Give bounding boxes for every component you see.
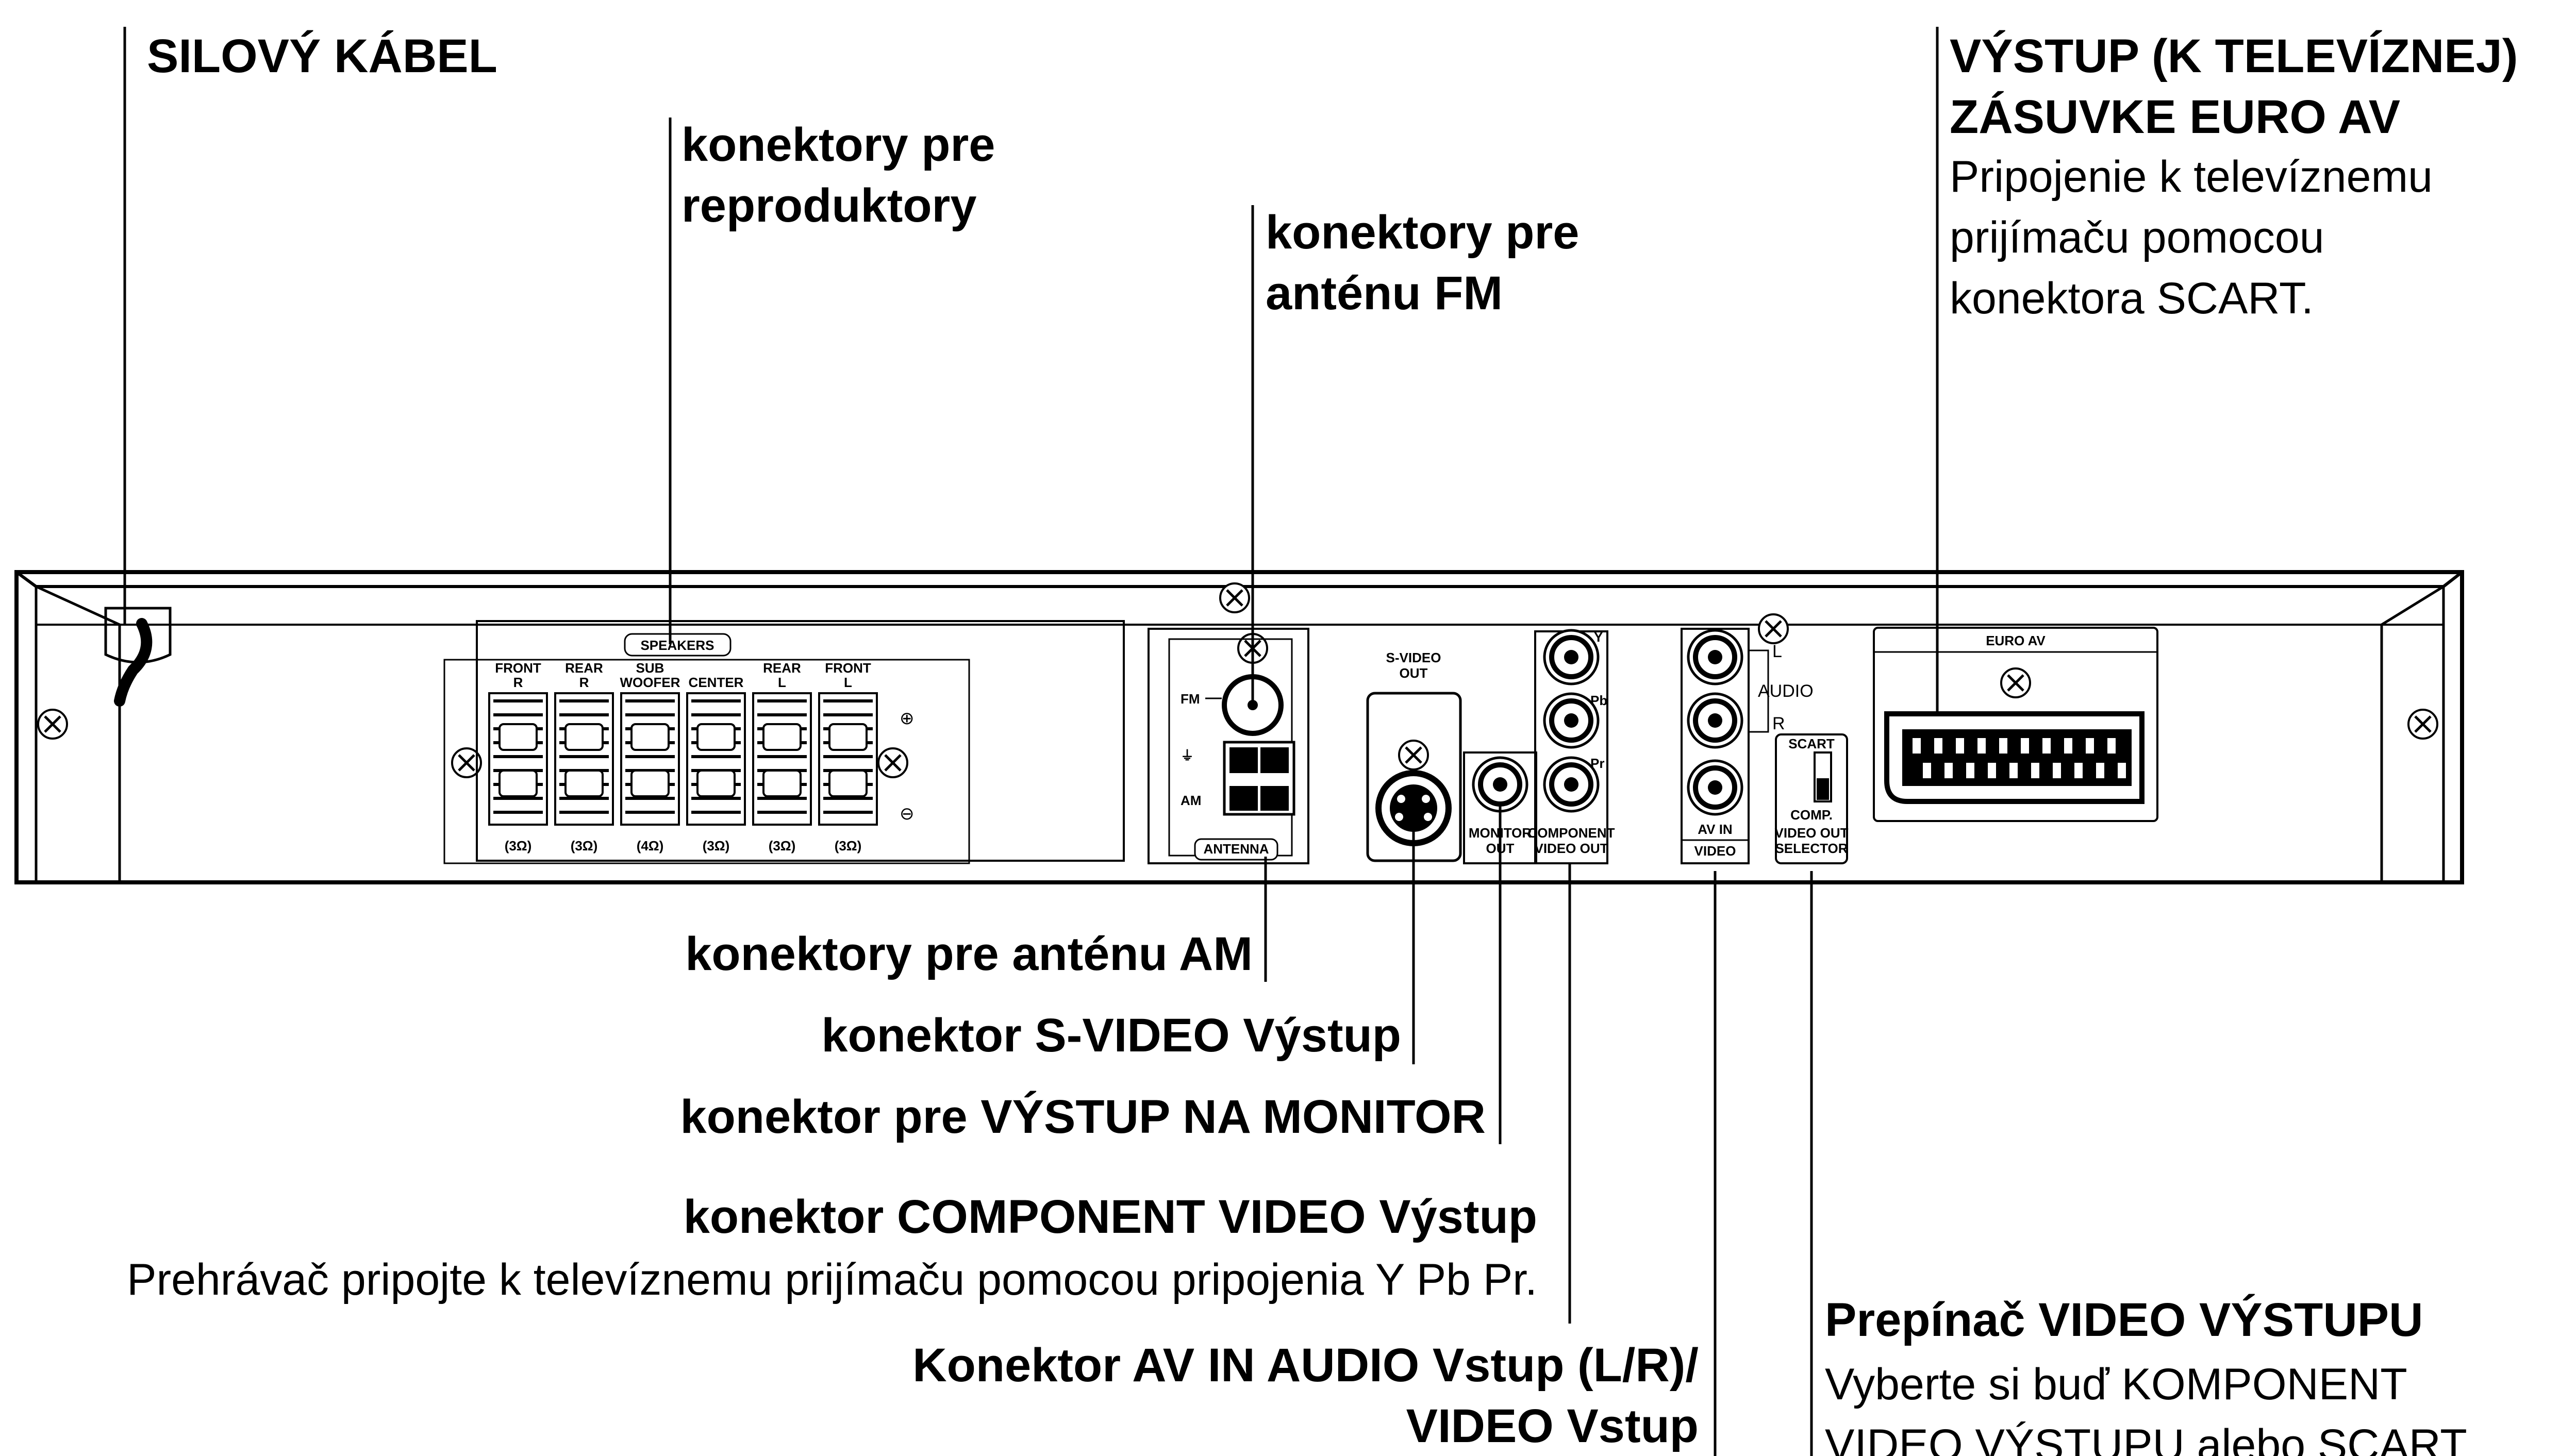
screw-icon [1398,740,1429,771]
component-pb-jack[interactable] [1543,692,1600,749]
screw-icon [877,747,908,778]
speaker-channel-top: SUB [636,660,664,676]
screw-icons [37,582,2438,778]
component-out-label: konektor COMPONENT VIDEO Výstup [684,1191,1537,1243]
video-out-section: MONITOR OUT COMPONENT VIDEO OUT Y Pb Pr [1463,629,1615,864]
screw-icon [451,747,482,778]
power-cable-label: SILOVÝ KÁBEL [147,29,497,82]
video-in-jack[interactable] [1687,759,1743,816]
component-title-2: VIDEO OUT [1534,841,1608,856]
speaker-channel-top: REAR [565,660,603,676]
fm-label: FM [1181,691,1200,707]
video-selector-desc-1: Vyberte si buď KOMPONENT [1825,1360,2407,1409]
speaker-channel-top: FRONT [825,660,871,676]
rca-jacks [1472,629,1743,816]
screw-icon [1219,582,1250,613]
r-label: R [1772,714,1785,733]
selector-title-1: VIDEO OUT [1774,825,1848,841]
speaker-impedance: (3Ω) [505,838,532,853]
audio-r-jack[interactable] [1687,692,1743,749]
fm-connectors-label-1: konektory pre [1266,206,1579,259]
component-desc: Prehrávač pripojte k televíznemu prijíma… [127,1255,1537,1304]
speaker-channel-sub: CENTER [689,675,744,690]
speaker-impedance: (3Ω) [835,838,862,853]
av-in-section: AV IN VIDEO L AUDIO R [1681,628,1814,864]
euro-av-desc-1: Pripojenie k televíznemu [1950,152,2433,202]
speaker-impedance: (4Ω) [637,838,664,853]
speakers-title: SPEAKERS [640,638,714,653]
component-y-jack[interactable] [1543,629,1600,685]
component-pr-jack[interactable] [1543,756,1600,813]
speaker-channel-sub: R [579,675,589,690]
av-in-label-1: Konektor AV IN AUDIO Vstup (L/R)/ [912,1339,1699,1392]
screw-icon [2000,667,2031,698]
component-title-1: COMPONENT [1528,825,1615,841]
speaker-impedance: (3Ω) [571,838,598,853]
minus-symbol: ⊖ [900,804,915,824]
speaker-channel-top: REAR [763,660,801,676]
leader-lines [123,27,1939,1456]
fm-connectors-label-2: anténu FM [1266,267,1503,320]
euro-av-desc-2: prijímaču pomocou [1950,213,2324,262]
speaker-channel-sub: R [513,675,523,690]
speaker-channel-top: FRONT [495,660,541,676]
avin-title-2: VIDEO [1694,843,1736,859]
av-in-label-2: VIDEO Vstup [1406,1400,1699,1452]
euro-av-out-label-1: VÝSTUP (K TELEVÍZNEJ) [1950,29,2518,82]
speaker-channel-sub: L [844,675,852,690]
l-label: L [1772,642,1782,661]
speaker-connectors-label-1: konektory pre [681,119,995,171]
video-selector-label: Prepínač VIDEO VÝSTUPU [1825,1293,2423,1346]
svideo-out-label: konektor S-VIDEO Výstup [821,1009,1401,1062]
ground-icon: ⏚ [1181,748,1194,763]
svideo-title-2: OUT [1400,665,1428,681]
speakers-section: SPEAKERS FRONTR(3Ω)REARR(3Ω)SUBWOOFER(4Ω… [443,620,1125,864]
euro-av-title: EURO AV [1986,633,2046,648]
am-label: AM [1181,793,1201,808]
euro-av-section: EURO AV [1873,627,2158,822]
speaker-terminal[interactable]: CENTER (3Ω) [686,675,746,853]
audio-label: AUDIO [1758,681,1814,701]
audio-l-jack[interactable] [1687,629,1743,685]
speaker-impedance: (3Ω) [769,838,796,853]
euro-av-desc-3: konektora SCART. [1950,274,2314,323]
speaker-connectors-label-2: reproduktory [681,179,977,232]
antenna-section: FM ⏚ AM ANTENNA [1148,628,1309,864]
euro-av-out-label-2: ZÁSUVKE EURO AV [1950,91,2400,143]
antenna-title: ANTENNA [1203,841,1269,857]
comp-label: COMP. [1790,807,1833,823]
am-connectors-label: konektory pre anténu AM [685,928,1253,980]
screw-icon [2407,709,2438,740]
selector-title-2: SELECTOR [1775,841,1848,856]
screw-icon [1758,613,1789,644]
plus-symbol: ⊕ [900,709,915,728]
monitor-out-label: konektor pre VÝSTUP NA MONITOR [680,1090,1486,1143]
video-selector-desc-2: VIDEO VÝSTUPU alebo SCART [1825,1420,2467,1456]
screw-icon [37,709,68,740]
speaker-impedance: (3Ω) [703,838,730,853]
video-selector-section: SCART COMP. VIDEO OUT SELECTOR [1774,733,1849,864]
y-label: Y [1594,629,1603,645]
speaker-channel-sub: L [778,675,786,690]
avin-title-1: AV IN [1698,822,1732,837]
speaker-channel-sub: WOOFER [620,675,680,690]
power-cable-grommet [104,607,172,707]
svideo-title-1: S-VIDEO [1386,650,1441,665]
scart-label: SCART [1788,736,1835,751]
